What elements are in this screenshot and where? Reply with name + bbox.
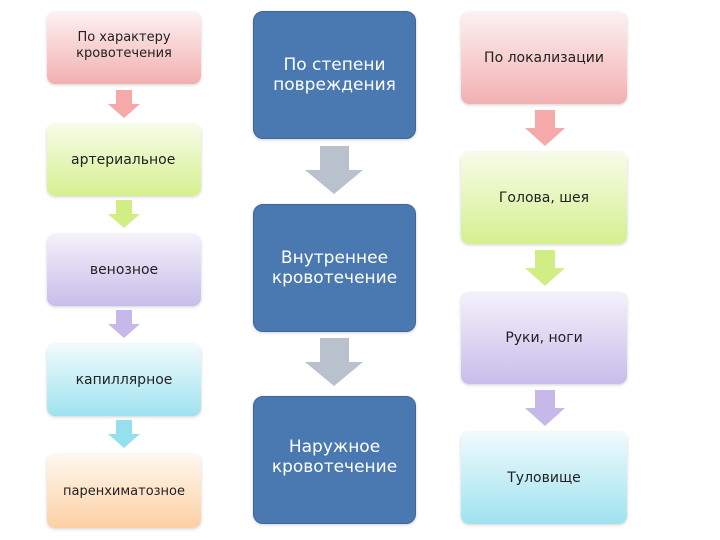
- right-item-limbs: Руки, ноги: [461, 292, 627, 384]
- left-item-parenchymal: паренхиматозное: [47, 454, 201, 528]
- left-header-text: По характеру кровотечения: [76, 30, 172, 61]
- right-item-limbs-text: Руки, ноги: [505, 330, 583, 346]
- middle-item-external: Наружное кровотечение: [253, 396, 416, 524]
- arrow-cyan-down: [108, 420, 140, 448]
- arrow-pink-down: [108, 90, 140, 118]
- middle-item-internal-text: Внутреннее кровотечение: [271, 247, 398, 288]
- middle-item-external-text: Наружное кровотечение: [271, 437, 398, 478]
- arrow-purple-down: [108, 310, 140, 338]
- arrow-green-down-right: [525, 250, 565, 286]
- left-item-parenchymal-text: паренхиматозное: [62, 484, 186, 499]
- left-item-capillary-text: капиллярное: [75, 372, 173, 388]
- left-header-box: По характеру кровотечения: [47, 12, 201, 84]
- left-item-venous: венозное: [47, 234, 201, 306]
- left-item-arterial-text: артериальное: [71, 151, 176, 168]
- arrow-pink-down-right: [525, 110, 565, 146]
- right-item-torso-text: Туловище: [507, 469, 581, 486]
- right-item-torso: Туловище: [461, 432, 627, 524]
- left-item-venous-text: венозное: [89, 261, 159, 278]
- arrow-green-down: [108, 200, 140, 228]
- arrow-grey-down-1: [305, 146, 363, 194]
- left-item-arterial: артериальное: [47, 124, 201, 196]
- right-item-head-neck-text: Голова, шея: [498, 190, 590, 206]
- left-item-capillary: капиллярное: [47, 344, 201, 416]
- right-item-head-neck: Голова, шея: [461, 152, 627, 244]
- middle-header-box: По степени повреждения: [253, 11, 416, 139]
- middle-header-text: По степени повреждения: [273, 54, 396, 95]
- arrow-grey-down-2: [305, 338, 363, 386]
- right-header-text: По локализации: [484, 50, 604, 66]
- right-header-box: По локализации: [461, 12, 627, 104]
- arrow-purple-down-right: [525, 390, 565, 426]
- middle-item-internal: Внутреннее кровотечение: [253, 204, 416, 332]
